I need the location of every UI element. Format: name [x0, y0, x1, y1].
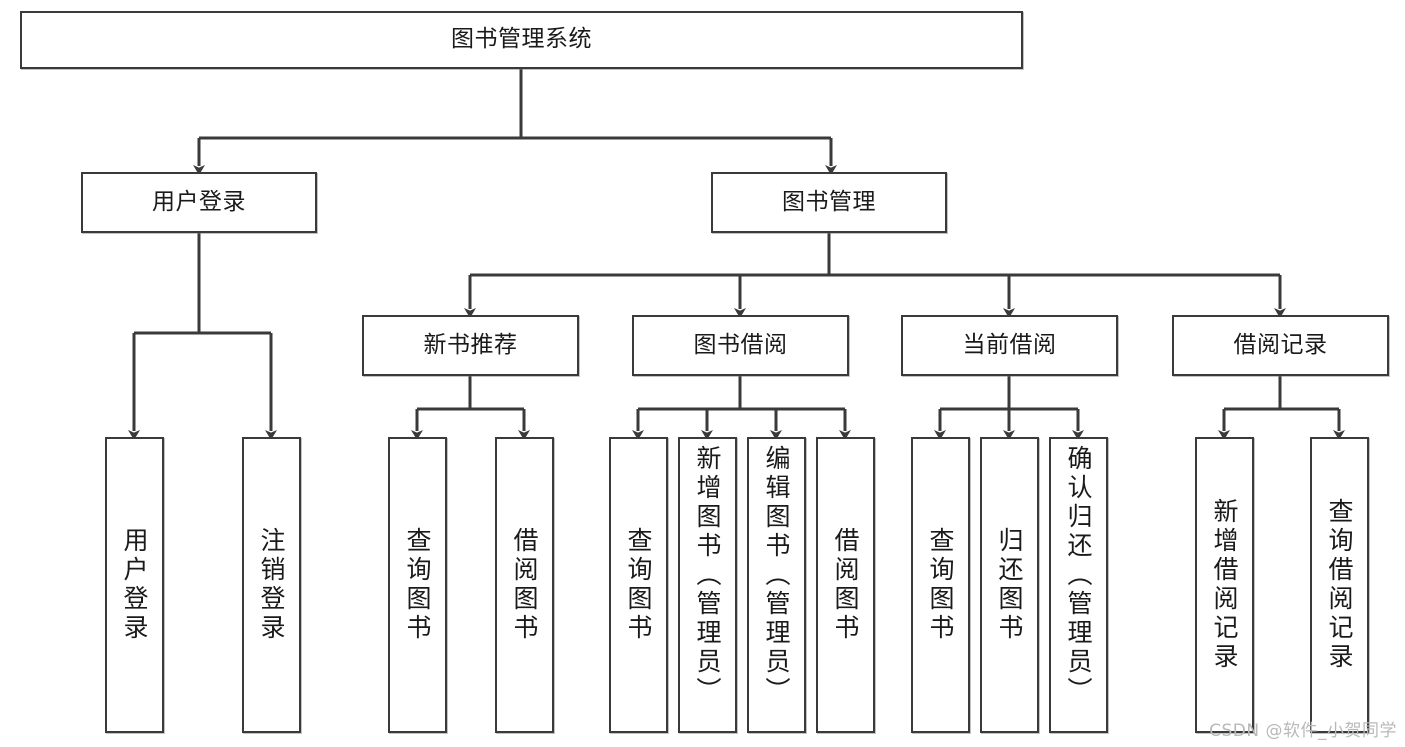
node-book-manage-label: 图书管理 [782, 188, 876, 215]
node-current-borrow[interactable]: 当前借阅 [901, 315, 1118, 376]
csdn-watermark: CSDN @软件_小贺同学 [1209, 721, 1397, 741]
node-leaf-query-book-2[interactable]: 查询图书 [609, 437, 668, 733]
node-leaf-user-login[interactable]: 用户登录 [105, 437, 164, 733]
node-leaf-query-record[interactable]: 查询借阅记录 [1310, 437, 1369, 733]
node-leaf-confirm-return[interactable]: 确认归还（管理员） [1049, 437, 1108, 733]
node-leaf-query-book-2-label: 查询图书 [624, 527, 653, 643]
node-leaf-query-book-3-label: 查询图书 [926, 527, 955, 643]
node-new-book-rec[interactable]: 新书推荐 [362, 315, 579, 376]
node-leaf-query-book-1-label: 查询图书 [403, 527, 432, 643]
node-leaf-query-book-1[interactable]: 查询图书 [388, 437, 447, 733]
node-root-label: 图书管理系统 [451, 26, 592, 53]
node-leaf-user-logout-label: 注销登录 [257, 527, 286, 643]
node-leaf-edit-book-label: 编辑图书（管理员） [762, 445, 791, 706]
node-leaf-return-book-label: 归还图书 [995, 527, 1024, 643]
node-leaf-query-record-label: 查询借阅记录 [1325, 498, 1354, 672]
node-leaf-borrow-book-2[interactable]: 借阅图书 [816, 437, 875, 733]
node-current-borrow-label: 当前借阅 [962, 331, 1057, 358]
node-book-borrow-label: 图书借阅 [693, 331, 788, 358]
node-new-book-rec-label: 新书推荐 [423, 331, 518, 358]
node-user-login[interactable]: 用户登录 [81, 172, 317, 233]
node-leaf-add-record[interactable]: 新增借阅记录 [1195, 437, 1254, 733]
node-leaf-return-book[interactable]: 归还图书 [980, 437, 1039, 733]
node-leaf-user-login-label: 用户登录 [120, 527, 149, 643]
node-leaf-query-book-3[interactable]: 查询图书 [911, 437, 970, 733]
node-book-borrow[interactable]: 图书借阅 [632, 315, 849, 376]
node-leaf-add-book[interactable]: 新增图书（管理员） [678, 437, 737, 733]
node-root[interactable]: 图书管理系统 [20, 11, 1023, 69]
node-leaf-borrow-book-1-label: 借阅图书 [510, 527, 539, 643]
node-user-login-label: 用户登录 [152, 188, 246, 215]
node-borrow-record-label: 借阅记录 [1233, 331, 1328, 358]
node-leaf-borrow-book-1[interactable]: 借阅图书 [495, 437, 554, 733]
node-borrow-record[interactable]: 借阅记录 [1172, 315, 1389, 376]
node-leaf-add-record-label: 新增借阅记录 [1210, 498, 1239, 672]
node-leaf-add-book-label: 新增图书（管理员） [693, 445, 722, 706]
node-leaf-user-logout[interactable]: 注销登录 [242, 437, 301, 733]
node-book-manage[interactable]: 图书管理 [711, 172, 947, 233]
node-leaf-edit-book[interactable]: 编辑图书（管理员） [747, 437, 806, 733]
node-leaf-confirm-return-label: 确认归还（管理员） [1064, 445, 1093, 706]
node-leaf-borrow-book-2-label: 借阅图书 [831, 527, 860, 643]
